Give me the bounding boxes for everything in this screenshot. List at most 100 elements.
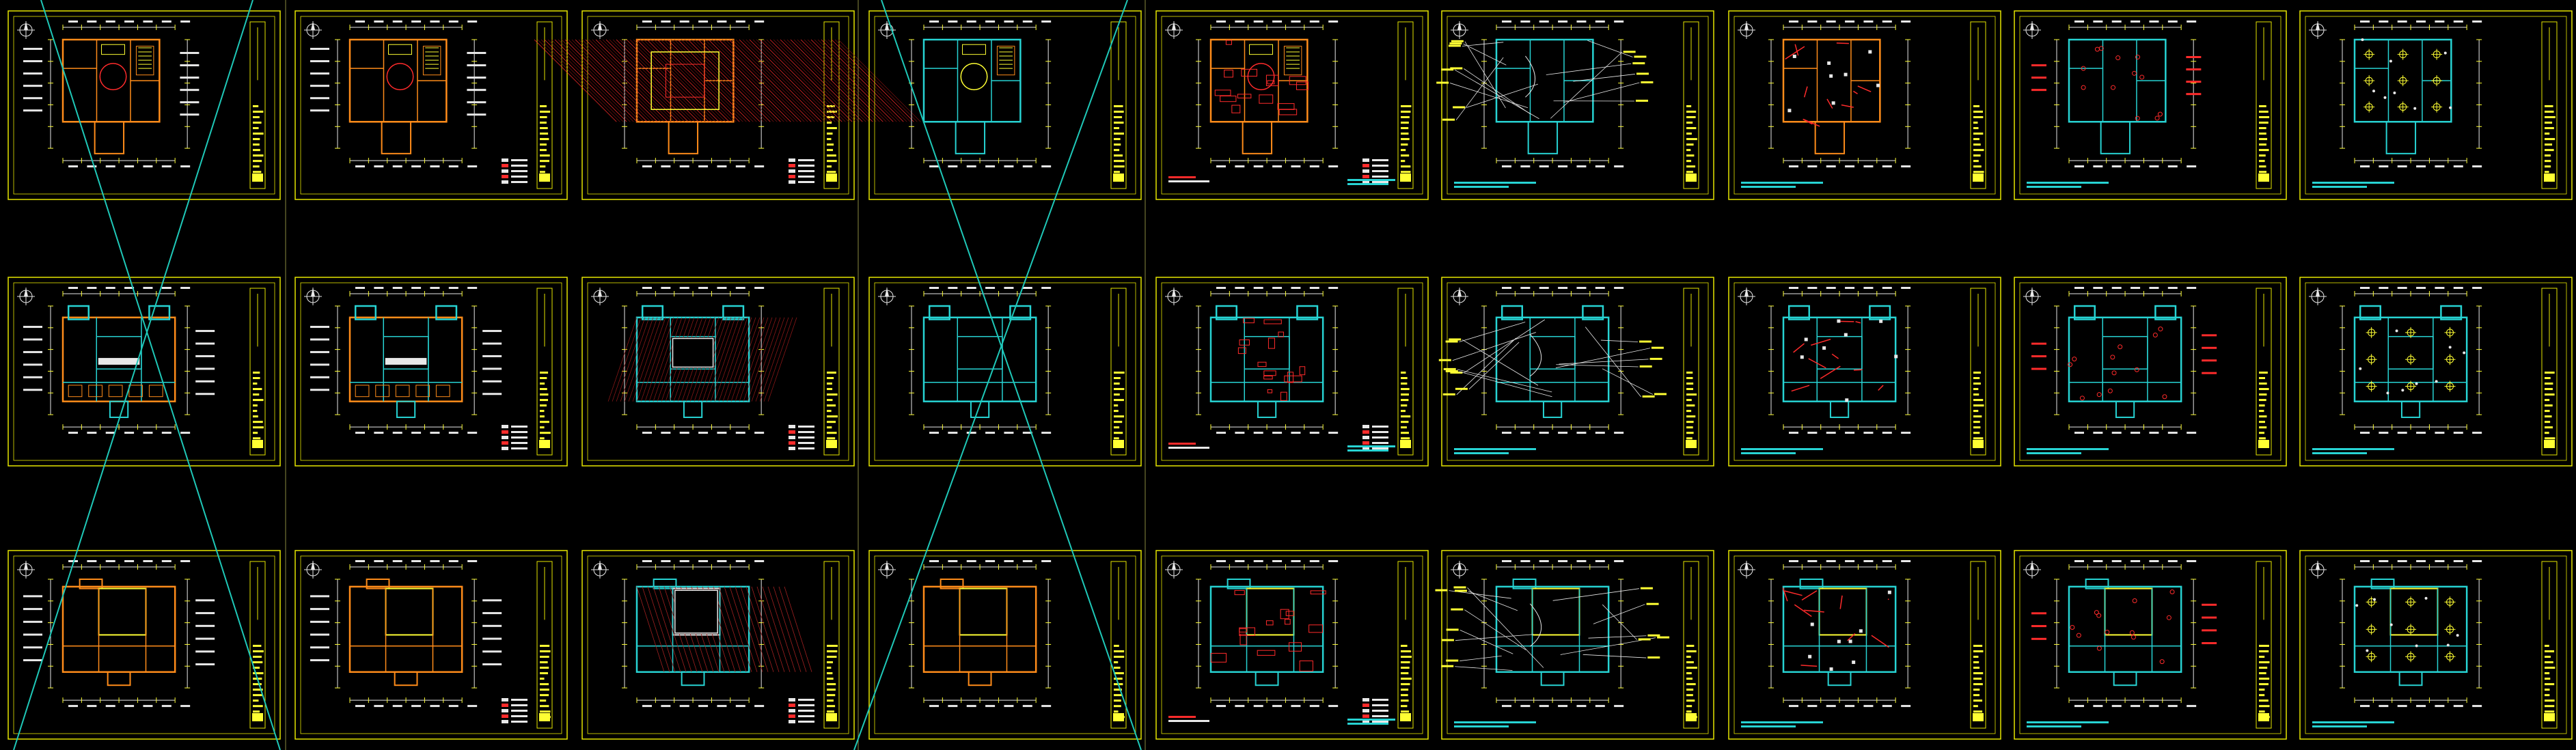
drawing-sheet-r2-c2 <box>294 277 568 467</box>
compass-rose-icon <box>17 561 35 579</box>
sheet-border <box>1728 550 2001 740</box>
sheet-inner-border <box>587 282 849 461</box>
drawing-sheet-r3-c7 <box>1728 550 2001 740</box>
light-fixture-icon <box>2444 354 2456 365</box>
plan-annotations <box>2359 327 2466 395</box>
title-block <box>1397 21 1414 189</box>
compass-rose-icon <box>2023 561 2041 579</box>
light-fixture-icon <box>2363 101 2375 113</box>
drawing-sheet-r3-c6 <box>1435 550 1714 740</box>
dimension-lines <box>1768 560 1911 708</box>
title-block <box>1970 288 1986 456</box>
sheet-inner-border <box>2305 16 2567 195</box>
light-fixture-icon <box>2397 48 2409 60</box>
title-block <box>1397 288 1414 456</box>
dimension-lines <box>335 287 478 434</box>
legend-block <box>2027 721 2109 727</box>
legend-block <box>2027 182 2109 188</box>
sheet-inner-border <box>300 282 562 461</box>
drawing-sheet-r1-c2 <box>294 10 568 200</box>
floor-plan-c <box>922 579 1037 686</box>
dimension-lines <box>1481 560 1624 708</box>
plan-annotations <box>1438 319 1667 398</box>
sheet-border <box>581 550 855 740</box>
dimension-lines <box>622 287 765 434</box>
sheet-border <box>2014 277 2287 467</box>
light-fixture-icon <box>2444 596 2456 608</box>
sheet-inner-border <box>13 555 275 734</box>
legend-block <box>502 425 527 450</box>
sheet-border <box>868 550 1142 740</box>
sheet-border <box>8 10 281 200</box>
compass-rose-icon <box>2309 561 2327 579</box>
dimension-lines <box>335 560 478 708</box>
drawing-sheet-r2-c6 <box>1438 277 1714 467</box>
dimension-lines <box>909 560 1052 708</box>
title-block <box>536 21 553 189</box>
light-fixture-icon <box>2363 48 2375 60</box>
floor-plan-a <box>534 38 921 154</box>
legend-block <box>2312 448 2394 454</box>
floor-hatch-pattern <box>534 39 921 122</box>
legend-block <box>1454 182 1536 188</box>
sheet-border <box>294 277 568 467</box>
light-fixture-icon <box>2366 327 2377 338</box>
sheet-border <box>8 550 281 740</box>
compass-rose-icon <box>2309 288 2327 305</box>
light-fixture-icon <box>2431 101 2443 113</box>
sheet-border <box>1155 277 1429 467</box>
sheet-border <box>868 277 1142 467</box>
compass-rose-icon <box>304 561 322 579</box>
light-fixture-icon <box>2405 596 2417 608</box>
floor-plan-c <box>23 579 215 686</box>
title-block <box>823 288 840 456</box>
legend-block <box>2312 182 2394 188</box>
compass-rose-icon <box>878 561 896 579</box>
sheet-border <box>1155 10 1429 200</box>
floor-plan-b <box>1782 305 1898 418</box>
title-block <box>1683 288 1699 456</box>
title-block <box>249 21 266 189</box>
legend-block <box>1168 698 1395 725</box>
sheet-inner-border <box>13 282 275 461</box>
title-block <box>1110 288 1127 456</box>
drawing-sheet-r1-c9 <box>2299 10 2573 200</box>
legend-block <box>2312 721 2394 727</box>
plan-annotations <box>1237 318 1306 401</box>
sheet-inner-border <box>1734 555 1996 734</box>
sheet-border <box>2299 277 2573 467</box>
legend-block <box>502 158 527 184</box>
dimension-lines <box>1196 287 1339 434</box>
drawing-sheet-r1-c8 <box>2014 10 2287 200</box>
drawing-sheet-r3-c9 <box>2299 550 2573 740</box>
plan-annotations <box>2031 327 2217 401</box>
diagonal-crossline-2 <box>13 0 254 750</box>
sheet-border <box>1441 550 1714 740</box>
title-block <box>536 561 553 729</box>
sheet-border <box>581 10 855 200</box>
legend-block <box>1741 721 1823 727</box>
light-fixture-icon <box>2444 651 2456 663</box>
compass-rose-icon <box>2023 21 2041 39</box>
drawing-sheet-r2-c9 <box>2299 277 2573 467</box>
title-block <box>2256 288 2272 456</box>
compass-rose-icon <box>591 288 609 305</box>
compass-rose-icon <box>591 21 609 39</box>
drawing-sheet-r3-c2 <box>294 550 568 740</box>
sheet-inner-border <box>587 16 849 195</box>
cross-reference-lines <box>13 0 1142 750</box>
compass-rose-icon <box>1165 21 1183 39</box>
sheet-inner-border <box>1161 16 1423 195</box>
title-block <box>2541 561 2558 729</box>
compass-rose-icon <box>2309 21 2327 39</box>
drawing-sheet-r1-c1 <box>8 10 281 200</box>
floor-plan-a <box>310 38 487 154</box>
diagonal-crossline-1 <box>40 0 281 750</box>
sheet-inner-border <box>300 555 562 734</box>
floor-plan-c <box>2031 579 2217 686</box>
sheet-border <box>294 10 568 200</box>
sheet-border <box>1155 550 1429 740</box>
sheet-inner-border <box>1447 16 1709 195</box>
